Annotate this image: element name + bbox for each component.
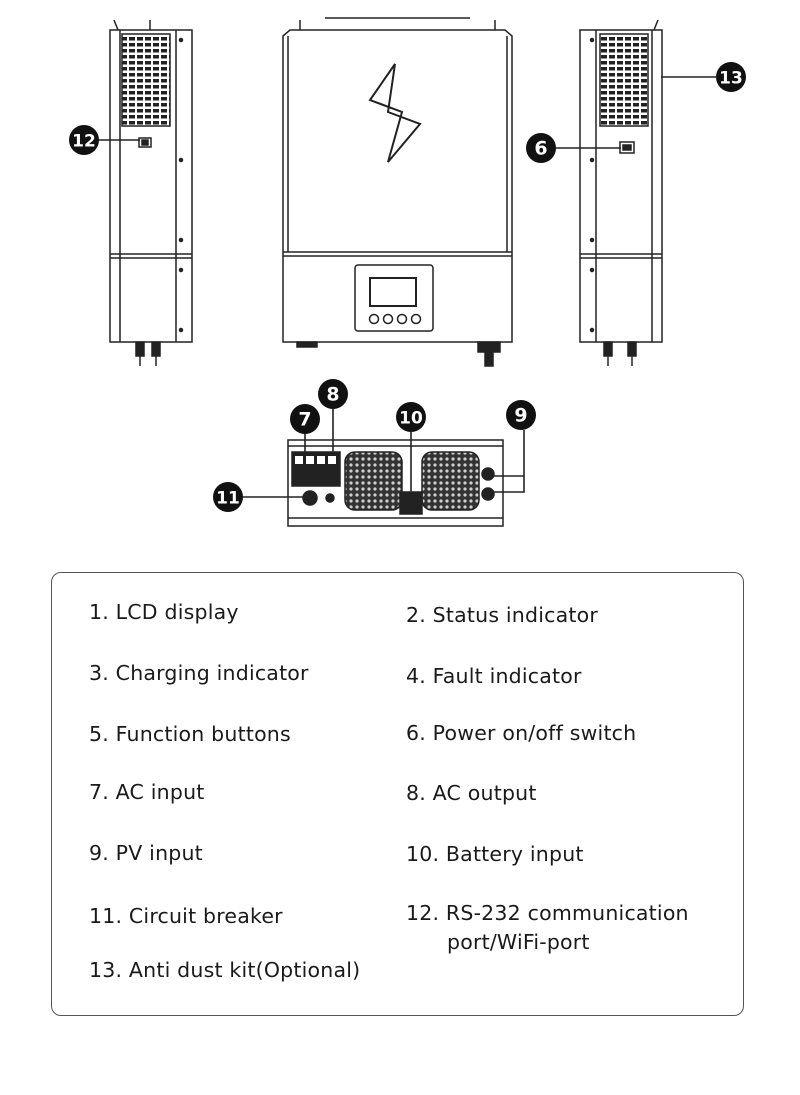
bottom-view [287, 439, 504, 527]
legend-item-11: 11. Circuit breaker [89, 904, 283, 928]
callout-10: 10 [396, 402, 426, 432]
legend-item-5: 5. Function buttons [89, 722, 291, 746]
inverter-diagram: 12 6 13 7 8 10 9 11 [69, 17, 746, 527]
callout-7: 7 [290, 404, 320, 434]
legend-item-12-line1: 12. RS-232 communication [406, 901, 689, 925]
callout-8: 8 [318, 379, 348, 409]
legend-item-4: 4. Fault indicator [406, 664, 582, 688]
legend-item-10: 10. Battery input [406, 842, 584, 866]
legend-box [51, 572, 744, 1016]
svg-text:13: 13 [719, 69, 743, 89]
legend-item-6: 6. Power on/off switch [406, 721, 637, 745]
callout-12: 12 [69, 125, 99, 155]
callout-11: 11 [213, 482, 243, 512]
right-side-view [579, 19, 663, 366]
callout-9: 9 [506, 400, 536, 430]
callout-6: 6 [526, 133, 556, 163]
svg-text:9: 9 [514, 405, 527, 427]
svg-text:10: 10 [399, 409, 423, 429]
legend-item-12-line2: port/WiFi-port [447, 930, 590, 954]
callout-13: 13 [716, 62, 746, 92]
legend-item-9: 9. PV input [89, 841, 203, 865]
svg-text:12: 12 [72, 132, 96, 152]
svg-text:7: 7 [298, 409, 311, 431]
legend-item-2: 2. Status indicator [406, 603, 598, 627]
svg-text:8: 8 [326, 384, 339, 406]
legend-item-12: 12. RS-232 communication port/WiFi-port [406, 899, 689, 957]
legend-item-1: 1. LCD display [89, 600, 239, 624]
legend-item-7: 7. AC input [89, 780, 205, 804]
legend-item-13: 13. Anti dust kit(Optional) [89, 958, 361, 982]
left-side-view [109, 19, 193, 366]
svg-text:11: 11 [216, 489, 240, 509]
legend-item-3: 3. Charging indicator [89, 661, 309, 685]
legend-item-8: 8. AC output [406, 781, 537, 805]
front-view [282, 17, 513, 367]
leader-lines [97, 76, 716, 500]
svg-text:6: 6 [534, 138, 547, 160]
